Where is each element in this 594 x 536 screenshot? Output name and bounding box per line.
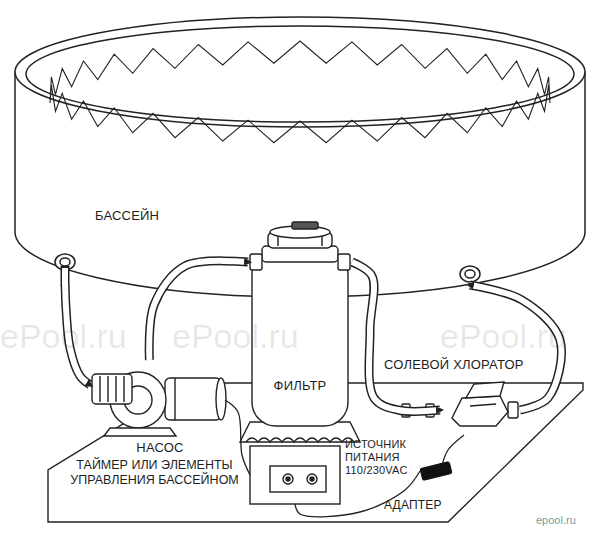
salt-chlorinator: СОЛЕВОЙ ХЛОРАТОР [440,385,520,435]
control-box-part [286,477,290,481]
filter-tank-part [292,222,318,229]
chlorinator-cell-part [452,396,508,426]
pump-unit: НАСОС [90,360,225,440]
water-zigzag [50,41,550,143]
adapter-block-part [420,462,452,481]
chlorinator-cell-part [466,382,504,398]
power-source-box: ИСТОЧНИК ПИТАНИЯ 110/230VAC [250,446,340,504]
node-label: СОЛЕВОЙ ХЛОРАТОР [384,357,534,372]
filter-tank-part [246,438,354,442]
pump-part [216,378,226,420]
pool-body-part [15,17,585,127]
hose-inner [352,262,440,411]
chlorinator-cell-part [402,404,410,417]
pump-part [165,378,221,420]
pump-part [107,376,108,402]
cord-line [442,435,464,464]
chlorinator-cell [402,382,518,426]
control-box-part [250,446,340,504]
pool-body-part [60,258,70,266]
water-zigzag [50,41,550,143]
watermark: ePool.ru [172,318,342,354]
adapter-block [420,462,452,481]
pump-part [99,376,100,402]
pool-body-part [465,270,475,278]
hose-stub-inner [62,268,68,286]
control-box-part [270,466,326,492]
power-cord [442,435,464,464]
pump-part [115,376,116,402]
pool-body-part [460,266,480,282]
control-box-part [310,477,314,481]
node-label: АДАПТЕР [384,498,474,512]
pool-tank: БАССЕЙН [15,18,585,285]
pump [92,372,226,436]
filter-tank-part [321,236,322,246]
control-note: ТАЙМЕР ИЛИ ЭЛЕМЕНТЫ УПРАВЛЕНИЯ БАССЕЙНОМ [52,458,257,487]
filter-tank-part [338,254,350,270]
control-box-part [307,474,317,484]
hose-stub [61,266,70,286]
hose-stub-inner-part [62,268,68,286]
node-label: ФИЛЬТР [248,378,352,393]
filter-tank-part [250,254,262,270]
chlorinator-cell-part [470,404,496,406]
hose-stub-part [61,266,70,286]
chlorinator-cell-part [426,404,434,417]
adapter-unit: АДАПТЕР [420,464,452,478]
chlorinator-cell-part [508,402,518,418]
filter-tank-part [277,236,278,246]
pump-part [104,428,176,436]
node-label: БАССЕЙН [95,208,215,223]
hose-outline [352,262,440,411]
node-label: ИСТОЧНИК ПИТАНИЯ 110/230VAC [345,438,421,477]
pool-body [15,17,585,297]
node-label: НАСОС [120,440,200,455]
control-box [250,446,340,504]
pump-part [123,376,124,402]
watermark: ePool.ru [440,318,594,354]
water-hose [352,262,440,411]
pump-part [174,378,175,420]
pump-part [92,374,132,404]
control-box-part [283,474,293,484]
logo-watermark: epool.ru [536,514,592,527]
watermark: ePool.ru [0,318,170,354]
